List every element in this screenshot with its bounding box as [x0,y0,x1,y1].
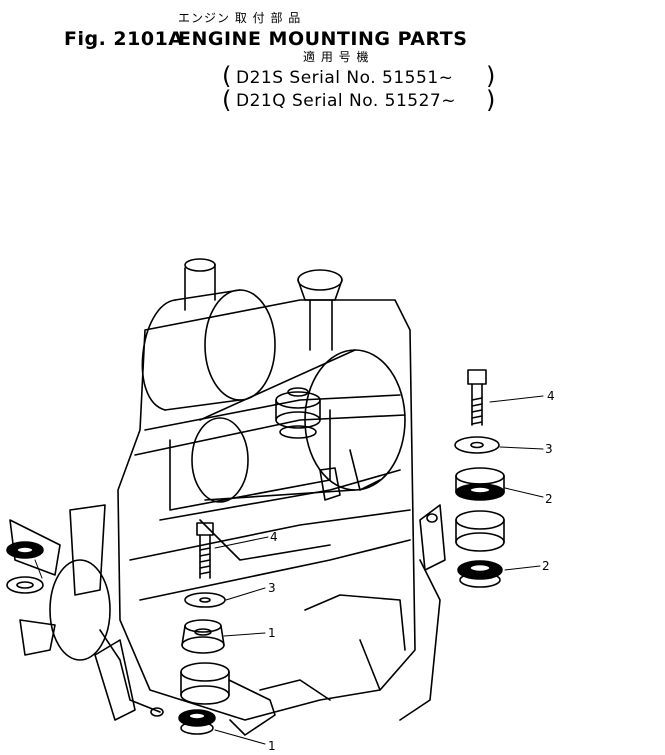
jp-title: エンジン 取 付 部 品 [178,11,302,25]
callout-4-front: 4 [270,530,278,544]
muffler [192,270,405,502]
bolt-front [197,523,213,578]
cushion-front-upper [182,620,224,653]
callout-2-right-upper: 2 [545,492,553,506]
air-cleaner [142,259,275,410]
diagram-title: ENGINE MOUNTING PARTS [178,28,468,50]
right-paren: ) [486,62,496,90]
callout-2-right-lower: 2 [542,559,550,573]
left-paren: ( [222,62,232,90]
callout-4-right: 4 [547,389,555,403]
washer-right [455,437,499,453]
callout-1-front-lower: 1 [268,739,276,753]
block-mount-upper [276,388,320,438]
serial-line-1: D21S Serial No. 51551~ [236,68,454,88]
right-paren-2: ) [486,86,496,114]
jp-applicability-label: 適 用 号 機 [303,50,370,64]
bolt-right [468,370,486,425]
left-paren-2: ( [222,86,232,114]
washer-front [185,593,225,607]
callout-1-front-upper: 1 [268,626,276,640]
cushion-right-lower [456,511,504,587]
callout-3-right: 3 [545,442,553,456]
cushion-front-lower [179,663,275,735]
callout-3-front: 3 [268,581,276,595]
cooling-fan [10,505,163,720]
cushion-right-upper [456,468,504,500]
rear-bracket [420,505,445,570]
engine-block [100,300,440,720]
front-mount-left [7,542,43,593]
serial-line-2: D21Q Serial No. 51527~ [236,91,456,111]
figure-number: Fig. 2101A [64,28,184,50]
leader-lines [35,396,543,744]
